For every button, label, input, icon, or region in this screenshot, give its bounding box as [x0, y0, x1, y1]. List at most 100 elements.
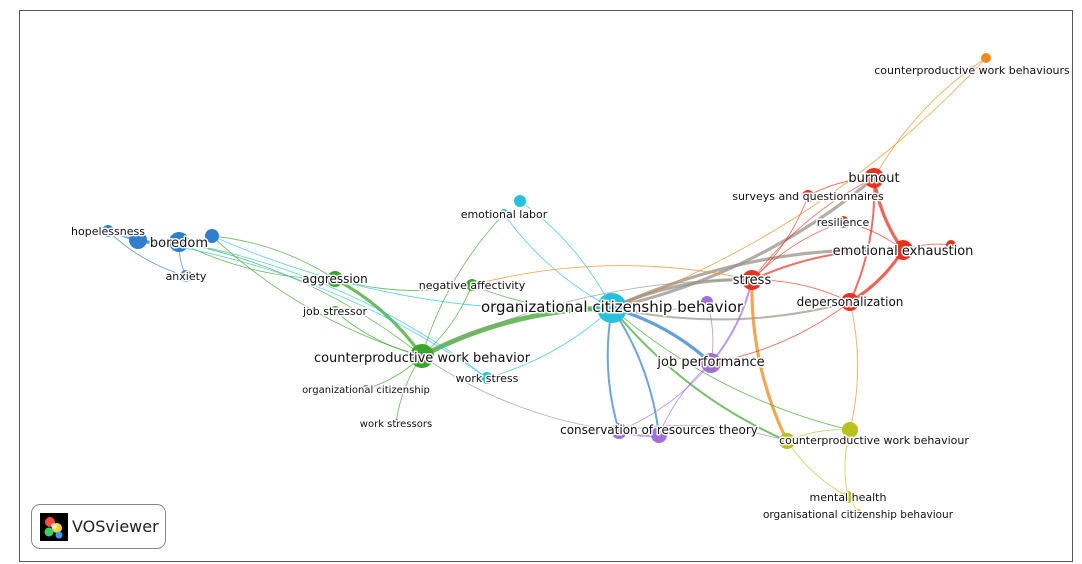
label-emoexh: emotional exhaustion [833, 244, 974, 259]
node-resilience[interactable] [837, 216, 849, 228]
link-cwb-bluenode [211, 235, 423, 357]
node-cyantop[interactable] [514, 195, 526, 207]
node-jobstressor[interactable] [330, 306, 340, 316]
label-burnout: burnout [848, 171, 899, 186]
node-emolabor[interactable] [499, 209, 509, 219]
vosviewer-logo-icon [40, 513, 68, 541]
node-workstress[interactable] [481, 372, 493, 384]
link-stress-resilience [751, 221, 844, 281]
label-aggression: aggression [302, 272, 367, 286]
label-cwb: counterproductive work behavior [314, 351, 531, 366]
node-bluenode[interactable] [205, 229, 219, 243]
label-negaff: negative affectivity [419, 279, 526, 292]
label-mental: mental health [810, 491, 887, 504]
label-emolabor: emotional labor [461, 208, 548, 221]
node-stress[interactable] [742, 270, 762, 290]
node-jobperf[interactable] [701, 353, 721, 373]
link-ocb-corb [611, 307, 660, 436]
node-aggression[interactable] [327, 271, 343, 287]
link-ocb-cor [606, 307, 620, 432]
node-negaff[interactable] [466, 279, 478, 291]
link-cwb-boredom [178, 241, 423, 357]
node-orgcitbeh[interactable] [853, 509, 863, 519]
link-emoexh-stress [751, 248, 904, 281]
link-burnout-emoexh [872, 177, 905, 251]
label-surveys: surveys and questionnaires [732, 190, 884, 203]
link-negaff-stress [471, 265, 753, 286]
link-cwbour2-ocb [611, 307, 851, 431]
link-jobperf-depers [710, 301, 851, 364]
node-cwbours[interactable] [968, 66, 976, 74]
node-hopelessness[interactable] [102, 225, 114, 237]
node-purplenode[interactable] [701, 296, 713, 308]
link-cor-cwbour [618, 424, 788, 442]
link-ocb-burnout [611, 176, 876, 310]
node-cor[interactable] [611, 423, 627, 439]
node-cwbour[interactable] [779, 433, 795, 449]
link-aggression-negaff [334, 278, 473, 291]
node-corb[interactable] [651, 427, 667, 443]
link-burnout-depers [849, 177, 876, 303]
network-links [107, 57, 987, 515]
link-ocb-orangetop [611, 57, 987, 309]
node-ocb[interactable] [597, 293, 627, 323]
label-jobstressor: job stressor [302, 305, 368, 318]
link-cwbour2-depers [849, 301, 859, 431]
label-cor: conservation of resources theory [560, 423, 758, 437]
link-boredom-workstress [178, 241, 488, 379]
label-workstressors: work stressors [360, 419, 432, 430]
label-cwbours: counterproductive work behaviours [874, 64, 1070, 77]
vosviewer-logo-text: VOSviewer [72, 517, 159, 536]
node-orgcit[interactable] [362, 385, 370, 393]
link-cwb-aggression [334, 277, 424, 357]
network-canvas[interactable] [19, 10, 1073, 562]
link-ocb-emoexh [611, 247, 904, 310]
label-anxiety: anxiety [166, 270, 207, 283]
link-cwb-stress [421, 279, 753, 357]
node-mental[interactable] [842, 491, 854, 503]
link-negaff-ocb [471, 284, 613, 310]
link-ocb-cwbour [611, 307, 788, 442]
label-ocb: organizational citizenship behavior [481, 298, 744, 316]
vosviewer-logo[interactable]: VOSviewer [31, 504, 166, 549]
node-rednode[interactable] [946, 240, 956, 250]
link-stress-cwbour [750, 279, 789, 442]
node-depers[interactable] [841, 293, 859, 311]
link-hopelessness-anxiety [107, 230, 187, 277]
node-boredom[interactable] [169, 232, 189, 252]
label-stress: stress [733, 273, 772, 288]
node-anxiety[interactable] [180, 270, 192, 282]
node-emoexh[interactable] [893, 240, 913, 260]
link-ocb-workstress [486, 307, 613, 379]
label-jobperf: job performance [656, 355, 764, 370]
node-burnout[interactable] [864, 168, 884, 188]
node-cwbour2[interactable] [842, 422, 858, 438]
link-stress-jobperf [710, 279, 753, 364]
label-workstress: work stress [456, 372, 519, 385]
node-workstressors[interactable] [392, 419, 400, 427]
label-boredom: boredom [150, 236, 208, 251]
network-labels: organizational citizenship behavior count… [70, 63, 1072, 523]
link-cwb-cor [421, 355, 620, 432]
link-stress-depers [751, 279, 851, 303]
label-hopelessness: hopelessness [71, 225, 145, 238]
label-depers: depersonalization [797, 295, 904, 309]
link-bluebig-workstress [137, 239, 488, 379]
link-ocb-bluenode [211, 235, 613, 310]
network-nodes[interactable] [102, 53, 991, 519]
node-cwb[interactable] [410, 344, 434, 368]
node-surveys[interactable] [802, 190, 814, 202]
link-stress-surveys [751, 195, 809, 281]
label-orgcit: organizational citizenship [302, 385, 430, 396]
link-ocb-depers [611, 301, 851, 321]
label-resilience: resilience [817, 216, 870, 229]
label-cwbour: counterproductive work behaviour [779, 434, 969, 447]
link-cwbour-mental [786, 440, 849, 498]
node-bluebig[interactable] [129, 231, 147, 249]
link-burnout-stress [751, 177, 875, 281]
label-orgcitbeh: organisational citizenship behaviour [763, 509, 954, 521]
link-aggression-bluenode [211, 235, 336, 280]
node-orangetop[interactable] [981, 53, 991, 63]
link-ocb-emolabor [503, 213, 613, 309]
